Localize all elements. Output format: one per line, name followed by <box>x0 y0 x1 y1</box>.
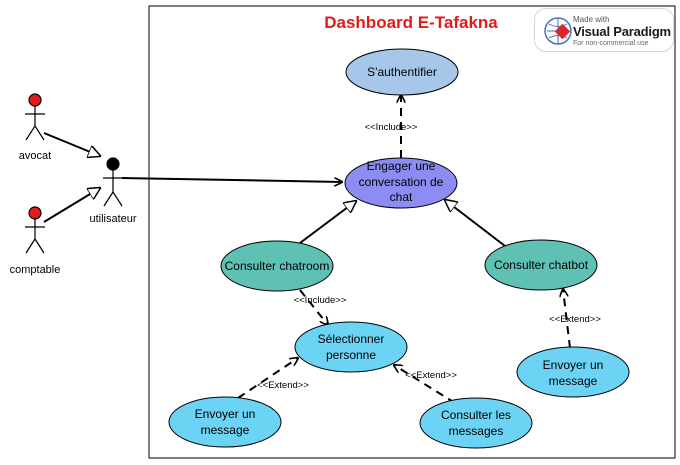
actor-utilisateur <box>103 157 123 207</box>
svg-text:message: message <box>201 423 250 437</box>
svg-text:Sélectionner: Sélectionner <box>318 332 385 346</box>
generalization-chatroom <box>299 201 356 244</box>
include-label-select: <<Include>> <box>294 295 347 306</box>
usecase-engager-conversation: Engager une conversation de chat <box>344 157 458 209</box>
extend-label-right: <<Extend>> <box>549 314 601 325</box>
generalization-avocat <box>43 132 100 156</box>
svg-text:Consulter les: Consulter les <box>441 408 511 422</box>
svg-text:messages: messages <box>449 424 504 438</box>
badge-made-with: Made with <box>573 15 610 24</box>
badge-brand: Visual Paradigm <box>573 24 671 39</box>
actor-label-avocat: avocat <box>19 150 51 162</box>
usecase-consulter-chatbot: Consulter chatbot <box>484 239 598 291</box>
svg-text:conversation de: conversation de <box>359 175 444 189</box>
usecase-consulter-chatroom: Consulter chatroom <box>220 240 334 292</box>
extend-envoyer-right <box>563 289 571 349</box>
usecase-envoyer-message-left: Envoyer un message <box>168 396 282 448</box>
system-title: Dashboard E-Tafakna <box>324 13 498 32</box>
svg-text:Consulter chatroom: Consulter chatroom <box>225 259 330 273</box>
actor-label-comptable: comptable <box>10 264 61 276</box>
extend-label-messages: <<Extend>> <box>405 370 457 381</box>
include-chatroom-select <box>299 289 328 325</box>
usecase-selectionner-personne: Sélectionner personne <box>294 321 408 373</box>
usecase-authentifier: S'authentifier <box>345 48 459 96</box>
svg-text:S'authentifier: S'authentifier <box>367 65 437 79</box>
svg-text:Envoyer un: Envoyer un <box>195 407 256 421</box>
visual-paradigm-badge: Made with Visual Paradigm For non-commer… <box>534 8 674 52</box>
generalization-comptable <box>43 188 100 223</box>
visual-paradigm-logo-icon <box>544 17 572 45</box>
actor-comptable <box>25 206 45 254</box>
actor-avocat <box>25 93 45 141</box>
svg-text:Engager une: Engager une <box>367 159 436 173</box>
svg-text:Envoyer un: Envoyer un <box>543 358 604 372</box>
association-utilisateur-engager <box>121 177 342 182</box>
badge-note: For non-commercial use <box>573 40 649 47</box>
svg-text:Consulter chatbot: Consulter chatbot <box>494 258 589 272</box>
extend-label-left: <<Extend>> <box>257 380 309 391</box>
svg-text:message: message <box>549 374 598 388</box>
usecase-envoyer-message-right: Envoyer un message <box>516 346 630 398</box>
extend-consulter-messages <box>394 365 456 404</box>
generalization-chatbot <box>445 200 506 247</box>
svg-text:personne: personne <box>326 348 376 362</box>
svg-text:chat: chat <box>390 190 413 204</box>
extend-envoyer-left <box>237 358 298 399</box>
actor-label-utilisateur: utilisateur <box>89 213 136 225</box>
usecase-consulter-messages: Consulter les messages <box>419 397 533 449</box>
include-label-auth: <<Include>> <box>365 122 418 133</box>
